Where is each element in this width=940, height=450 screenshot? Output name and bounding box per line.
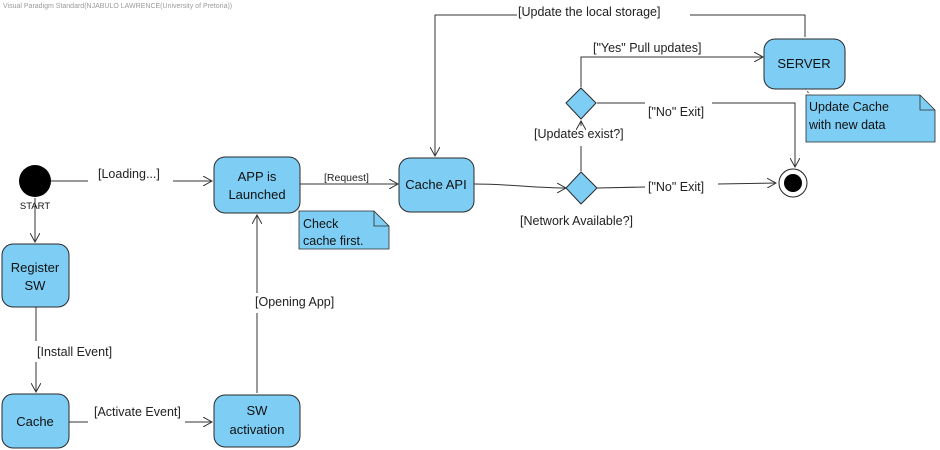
state-cache-api[interactable]: Cache API [398, 157, 475, 213]
state-label-line: SW [247, 403, 269, 418]
final-node [778, 168, 808, 198]
watermark-text: Visual Paradigm Standard(NJABULO LAWRENC… [3, 3, 232, 10]
state-label-line: Cache [16, 414, 54, 429]
edge-updates-exit-b [712, 102, 795, 167]
edge-label-updates-exist: [Updates exist?] [534, 127, 624, 141]
edge-network-exit-b [717, 183, 776, 184]
edge-label-request: [Request] [324, 172, 369, 184]
edge-server-local-b [435, 14, 517, 156]
note-line: Check [303, 217, 339, 231]
edge-updates-server [580, 57, 763, 87]
state-label-line: SW [25, 278, 47, 293]
start-label: START [20, 201, 50, 212]
edge-label-activate-event: [Activate Event] [94, 405, 181, 419]
edge-label-loading: [Loading...] [98, 167, 160, 181]
note-update-cache: Update Cache with new data [805, 94, 936, 143]
edge-label-opening-app: [Opening App] [255, 295, 334, 309]
edge-label-install-event: [Install Event] [37, 345, 112, 359]
note-check-cache: Check cache first. [298, 210, 390, 250]
state-label-line: Register [11, 260, 60, 275]
edge-cacheapi-network [473, 184, 566, 188]
edge-label-no-exit-updates: ["No" Exit] [648, 105, 704, 119]
note-line: with new data [808, 118, 885, 132]
state-label-line: Cache API [405, 177, 466, 192]
state-sw-activation[interactable]: SW activation [213, 394, 301, 448]
edge-server-local-a [690, 14, 806, 37]
edge-label-network-available: [Network Available?] [520, 214, 633, 228]
state-label-line: APP is [238, 169, 277, 184]
decision-network[interactable] [565, 171, 598, 205]
edge-label-yes-pull: ["Yes" Pull updates] [593, 41, 701, 55]
initial-node [19, 165, 51, 197]
state-app-launched[interactable]: APP is Launched [213, 156, 301, 214]
state-label-line: SERVER [777, 56, 830, 71]
edge-label-no-exit-network: ["No" Exit] [648, 180, 704, 194]
note-line: Update Cache [809, 100, 889, 114]
note-line: cache first. [303, 234, 363, 248]
state-register-sw[interactable]: Register SW [1, 243, 70, 308]
edge-label-update-local: [Update the local storage] [518, 5, 660, 19]
edge-network-exit-a [596, 186, 646, 189]
state-label-line: activation [230, 422, 285, 437]
state-cache[interactable]: Cache [1, 393, 70, 449]
state-label-line: Launched [228, 187, 285, 202]
state-server[interactable]: SERVER [763, 38, 846, 90]
decision-updates[interactable] [565, 87, 597, 120]
